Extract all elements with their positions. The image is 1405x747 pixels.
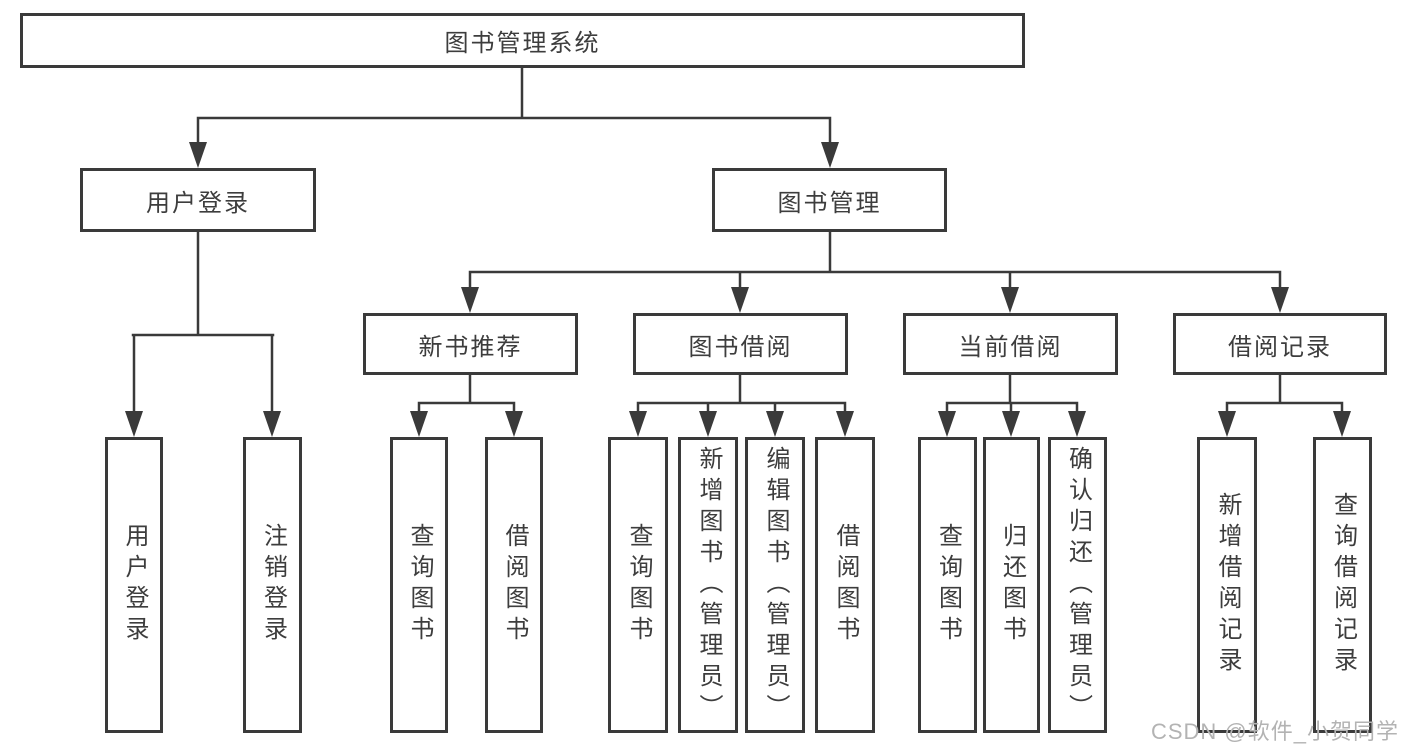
leaf-user-login: 用户登录: [105, 437, 163, 733]
arrow-down-icon: [263, 411, 281, 437]
leaf-label: 借阅图书: [832, 523, 859, 647]
node-label: 新书推荐: [418, 333, 523, 361]
leaf-label: 查询借阅记录: [1329, 492, 1357, 678]
leaf-label: 查询图书: [625, 523, 652, 647]
leaf-label: 确认归还（管理员）: [1064, 445, 1092, 725]
node-label: 借阅记录: [1228, 333, 1332, 361]
node-label: 图书管理系统: [444, 30, 601, 57]
leaf-label: 归还图书: [998, 523, 1026, 647]
node-book-management: 图书管理: [712, 168, 947, 232]
arrow-down-icon: [836, 411, 854, 437]
leaf-label: 注销登录: [259, 523, 287, 647]
leaf-query-borrow-record: 查询借阅记录: [1313, 437, 1372, 733]
leaf-label: 新增图书（管理员）: [695, 445, 722, 725]
leaf-add-books-admin: 新增图书（管理员）: [678, 437, 738, 733]
leaf-borrow-books: 借阅图书: [815, 437, 875, 733]
arrow-down-icon: [699, 411, 717, 437]
arrow-down-icon: [461, 287, 479, 313]
leaf-confirm-return-admin: 确认归还（管理员）: [1048, 437, 1107, 733]
arrow-down-icon: [410, 411, 428, 437]
arrow-down-icon: [1068, 411, 1086, 437]
node-user-login: 用户登录: [80, 168, 316, 232]
leaf-label: 编辑图书（管理员）: [762, 445, 789, 725]
arrow-down-icon: [1001, 287, 1019, 313]
arrow-down-icon: [1271, 287, 1289, 313]
node-label: 当前借阅: [958, 333, 1063, 361]
leaf-label: 新增借阅记录: [1214, 492, 1241, 678]
leaf-edit-books-admin: 编辑图书（管理员）: [745, 437, 805, 733]
node-book-borrowing: 图书借阅: [633, 313, 848, 375]
leaf-return-books: 归还图书: [983, 437, 1040, 733]
arrow-down-icon: [731, 287, 749, 313]
leaf-query-books-borrow: 查询图书: [608, 437, 668, 733]
arrow-down-icon: [1218, 411, 1236, 437]
node-label: 图书借阅: [688, 333, 793, 361]
leaf-query-books-recommend: 查询图书: [390, 437, 448, 733]
node-label: 图书管理: [777, 189, 882, 217]
node-borrowing-records: 借阅记录: [1173, 313, 1387, 375]
leaf-add-borrow-record: 新增借阅记录: [1197, 437, 1257, 733]
leaf-label: 用户登录: [121, 523, 148, 647]
arrow-down-icon: [125, 411, 143, 437]
node-new-book-recommendation: 新书推荐: [363, 313, 578, 375]
leaf-query-books-current: 查询图书: [918, 437, 977, 733]
leaf-label: 查询图书: [934, 523, 962, 647]
arrow-down-icon: [1333, 411, 1351, 437]
leaf-label: 查询图书: [406, 523, 433, 647]
node-library-management-system: 图书管理系统: [20, 13, 1025, 68]
arrow-down-icon: [938, 411, 956, 437]
csdn-watermark: CSDN @软件_小贺同学: [1150, 719, 1399, 744]
arrow-down-icon: [766, 411, 784, 437]
node-current-borrowing: 当前借阅: [903, 313, 1118, 375]
node-label: 用户登录: [146, 189, 250, 217]
arrow-down-icon: [629, 411, 647, 437]
arrow-down-icon: [821, 142, 839, 168]
leaf-logout: 注销登录: [243, 437, 302, 733]
arrow-down-icon: [1002, 411, 1020, 437]
arrow-down-icon: [189, 142, 207, 168]
leaf-borrow-books-recommend: 借阅图书: [485, 437, 543, 733]
leaf-label: 借阅图书: [501, 523, 528, 647]
arrow-down-icon: [505, 411, 523, 437]
arrowheads: [125, 142, 1351, 437]
